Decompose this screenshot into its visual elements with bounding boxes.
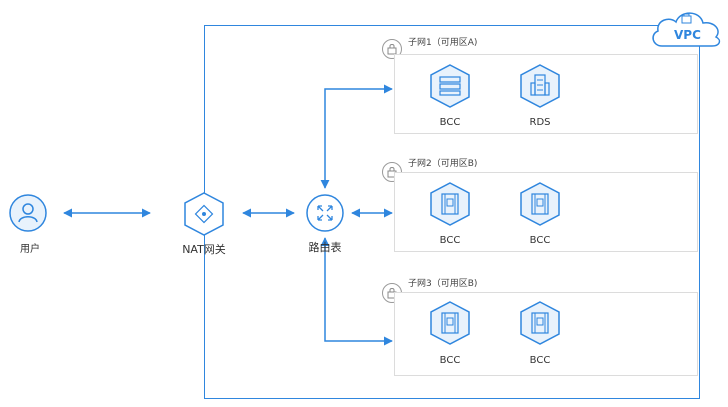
cloud-icon <box>652 12 721 47</box>
instance-icon <box>520 182 560 226</box>
instance-icon <box>430 182 470 226</box>
database-icon <box>520 64 560 108</box>
subnet2-node2[interactable] <box>518 181 562 227</box>
router-icon <box>306 194 344 232</box>
subnet3-label: 子网3（可用区B) <box>408 279 478 289</box>
subnet1-label: 子网1（可用区A) <box>408 38 478 48</box>
server-icon <box>430 64 470 108</box>
user-node[interactable] <box>8 193 48 233</box>
router-node[interactable] <box>305 193 345 233</box>
user-icon <box>9 194 47 232</box>
subnet3-node1[interactable] <box>428 300 472 346</box>
subnet3-node2-label: BCC <box>529 355 551 366</box>
router-label: 路由表 <box>308 241 342 254</box>
subnet1-node1[interactable] <box>428 63 472 109</box>
user-label: 用户 <box>20 244 40 255</box>
subnet2-node1[interactable] <box>428 181 472 227</box>
subnet3-node2[interactable] <box>518 300 562 346</box>
subnet2-node2-label: BCC <box>529 235 551 246</box>
subnet1-node1-label: BCC <box>439 117 461 128</box>
subnet3-node1-label: BCC <box>439 355 461 366</box>
router-subnet3-arrow <box>320 237 393 346</box>
instance-icon <box>430 301 470 345</box>
nat-node[interactable] <box>182 191 226 237</box>
subnet1-node2-label: RDS <box>529 117 551 128</box>
instance-icon <box>520 301 560 345</box>
subnet2-label: 子网2（可用区B) <box>408 159 478 169</box>
vpc-cloud: VPC <box>648 6 724 50</box>
nat-gateway-icon <box>184 192 224 236</box>
vpc-label: VPC <box>674 28 701 42</box>
subnet1-node2[interactable] <box>518 63 562 109</box>
router-subnet1-arrow <box>320 84 393 189</box>
nat-label: NAT网关 <box>182 243 226 256</box>
subnet2-node1-label: BCC <box>439 235 461 246</box>
